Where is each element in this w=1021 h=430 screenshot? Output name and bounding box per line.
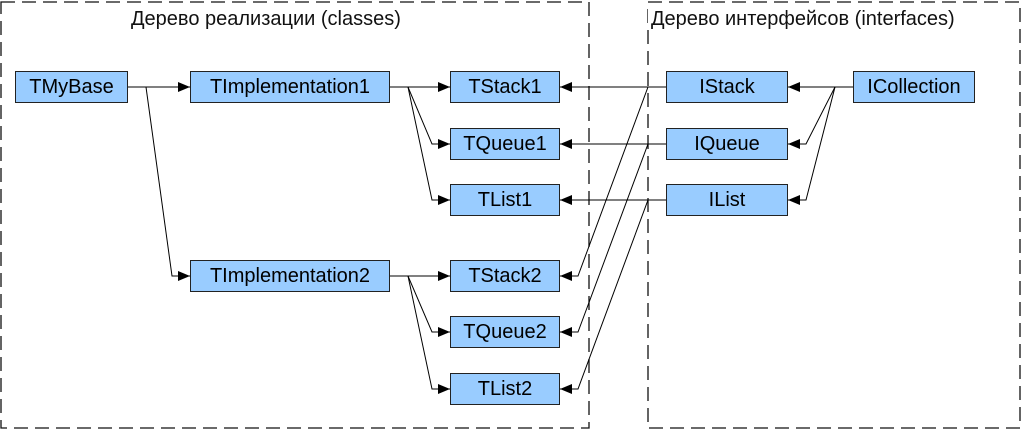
interfaces-region-title: Дерево интерфейсов (interfaces) [648, 8, 958, 30]
edge-tmybase-to-timpl2 [128, 86, 190, 281]
node-tlist1[interactable]: TList1 [450, 184, 560, 216]
edge-layer [128, 82, 853, 394]
edge-icollection-to-ilist [788, 86, 853, 205]
edge-timpl2-to-tlist2 [390, 275, 450, 394]
edge-icollection-to-iqueue [788, 86, 853, 149]
edge-ilist-to-tlist2 [560, 199, 666, 394]
edge-timpl1-to-tqueue1 [390, 86, 450, 149]
classes-region-border [0, 1, 590, 429]
node-tstack1[interactable]: TStack1 [450, 71, 560, 103]
node-tmybase[interactable]: TMyBase [15, 71, 128, 103]
classes-region-title: Дерево реализации (classes) [128, 8, 404, 30]
node-iqueue[interactable]: IQueue [666, 128, 788, 160]
node-istack[interactable]: IStack [666, 71, 788, 103]
edge-iqueue-to-tqueue2 [560, 143, 666, 337]
node-tlist2[interactable]: TList2 [450, 373, 560, 405]
node-timplementation2[interactable]: TImplementation2 [190, 260, 390, 292]
node-icollection[interactable]: ICollection [853, 71, 975, 103]
edge-timpl2-to-tqueue2 [390, 275, 450, 337]
node-tstack2[interactable]: TStack2 [450, 260, 560, 292]
node-ilist[interactable]: IList [666, 184, 788, 216]
edge-istack-to-tstack2 [560, 86, 666, 281]
edge-timpl1-to-tlist1 [390, 86, 450, 205]
node-tqueue2[interactable]: TQueue2 [450, 316, 560, 348]
node-tqueue1[interactable]: TQueue1 [450, 128, 560, 160]
node-timplementation1[interactable]: TImplementation1 [190, 71, 390, 103]
